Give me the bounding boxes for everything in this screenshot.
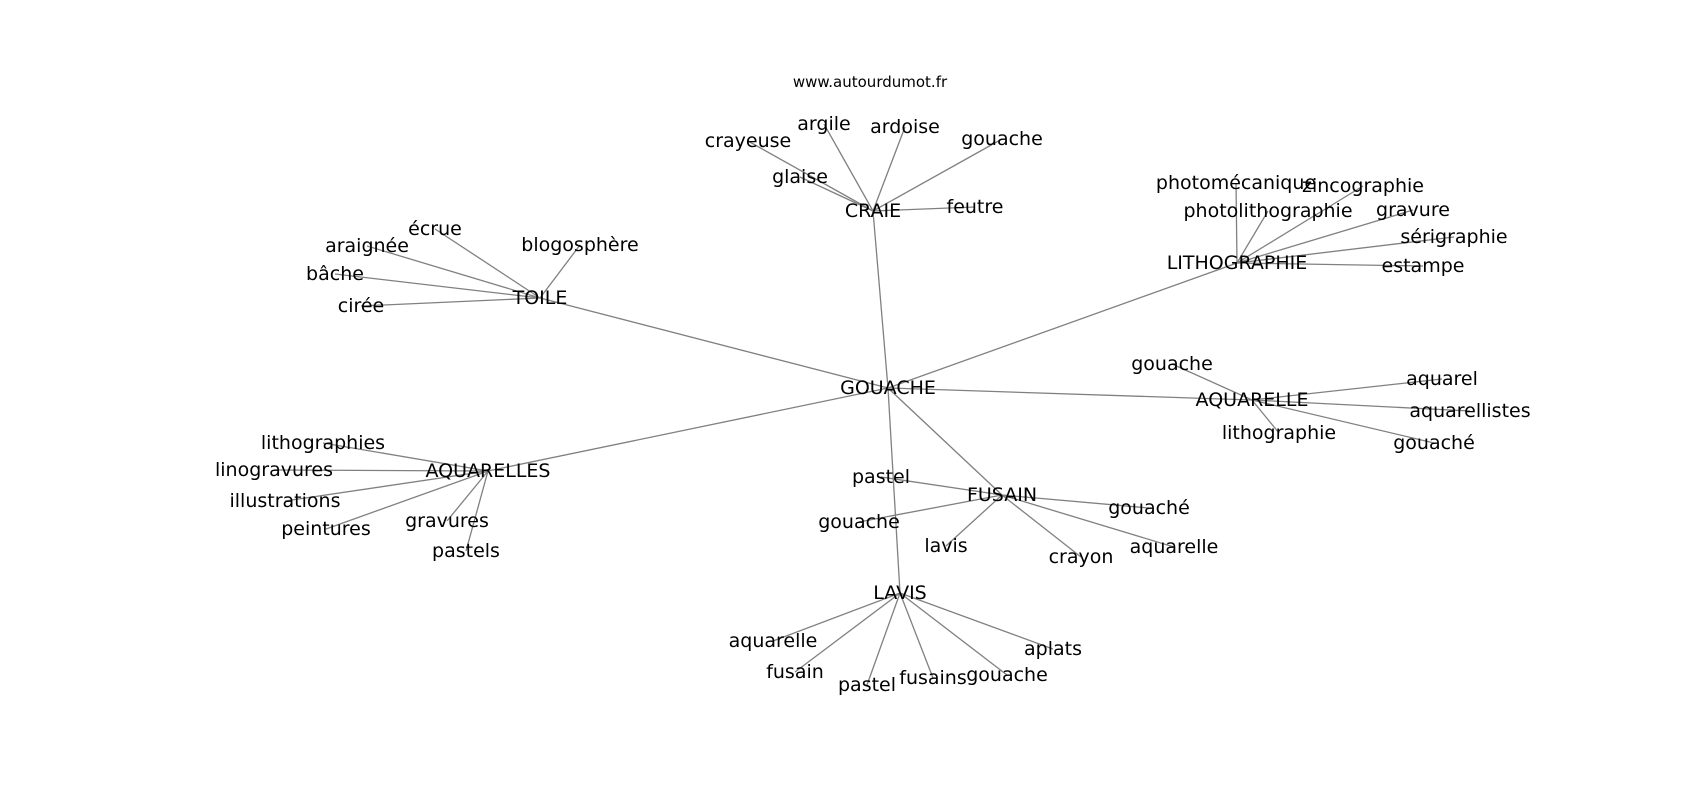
word-node: aquarelle [729, 630, 818, 652]
edge-group-word [1236, 210, 1269, 264]
word-node: gouache [1131, 353, 1213, 375]
edge-root-group [487, 387, 889, 472]
group-node: FUSAIN [967, 484, 1037, 506]
word-node: aquarellistes [1409, 400, 1530, 422]
word-node: gouaché [1108, 497, 1190, 519]
edge-group-word [446, 470, 489, 522]
edge-root-group [887, 387, 1253, 401]
edge-group-word [1236, 262, 1424, 267]
word-node: glaise [772, 166, 828, 188]
graph-labels: crayeuse argile ardoise gouache glaise feutre… [215, 113, 1531, 696]
edge-root-group [872, 210, 889, 389]
word-node: illustrations [230, 490, 341, 512]
edge-group-word [772, 592, 901, 642]
edge-group-word [1001, 494, 1082, 558]
group-node: LAVIS [873, 582, 926, 604]
word-node: linogravures [215, 459, 333, 481]
word-node: photolithographie [1183, 200, 1352, 222]
word-node: sérigraphie [1400, 226, 1507, 248]
edge-group-word [1171, 363, 1253, 401]
edge-group-word [872, 126, 906, 212]
edge-group-word [1251, 399, 1471, 412]
edge-group-word [1251, 399, 1280, 434]
word-node: fusain [766, 661, 824, 683]
edge-group-word [334, 273, 541, 299]
edge-group-word [1236, 185, 1364, 264]
edge-root-group [887, 387, 901, 594]
source-watermark: www.autourdumot.fr [793, 73, 948, 91]
word-node: zincographie [1302, 175, 1424, 197]
edge-group-word [465, 470, 489, 552]
word-node: blogosphère [521, 234, 638, 256]
edge-group-word [823, 123, 874, 212]
edge-group-word [322, 442, 489, 472]
edge-group-word [858, 494, 1003, 523]
group-node: CRAIE [845, 200, 901, 222]
word-node: fusains [899, 667, 967, 689]
word-node: crayon [1049, 546, 1114, 568]
edge-group-word [1251, 399, 1435, 444]
edge-group-word [899, 592, 1008, 676]
edge-group-word [899, 592, 934, 679]
word-node: aquarelle [1130, 536, 1219, 558]
word-node: cirée [338, 295, 385, 317]
group-node: TOILE [512, 287, 568, 309]
edge-group-word [1235, 182, 1238, 264]
group-node: AQUARELLE [1196, 389, 1309, 411]
edge-group-word [799, 176, 874, 212]
word-node: crayeuse [705, 130, 791, 152]
word-node: photomécanique [1156, 172, 1316, 194]
edge-group-word [1236, 209, 1414, 264]
word-node: aplats [1024, 638, 1082, 660]
group-node: LITHOGRAPHIE [1167, 252, 1308, 274]
edge-group-word [899, 592, 1054, 650]
word-node: gravures [405, 510, 489, 532]
word-node: écrue [408, 218, 462, 240]
word-node: lithographies [261, 432, 385, 454]
word-node: feutre [947, 196, 1004, 218]
word-node: peintures [281, 518, 371, 540]
group-node: AQUARELLES [426, 460, 551, 482]
edge-group-word [1251, 378, 1443, 401]
edge-group-word [360, 297, 541, 307]
word-node: bâche [306, 263, 364, 285]
word-node: estampe [1382, 255, 1465, 277]
word-node: pastel [852, 466, 910, 488]
edge-group-word [866, 592, 901, 686]
edge-group-word [747, 140, 874, 212]
edge-group-word [325, 470, 489, 530]
edge-group-word [872, 138, 1003, 212]
word-node: gravure [1376, 199, 1450, 221]
edge-group-word [872, 206, 976, 212]
word-node: lavis [924, 535, 967, 557]
word-node: gouaché [1393, 432, 1475, 454]
edge-group-word [539, 244, 581, 299]
word-node: gouache [961, 128, 1043, 150]
edge-group-word [1001, 494, 1175, 548]
word-node: gouache [966, 664, 1048, 686]
word-node: pastels [432, 540, 500, 562]
edge-group-word [880, 476, 1003, 496]
edge-root-group [887, 387, 1003, 496]
edge-group-word [1001, 494, 1150, 509]
graph-edges [273, 123, 1471, 686]
edge-group-word [284, 470, 489, 502]
word-node: argile [797, 113, 850, 135]
edge-root-group [539, 297, 889, 389]
edge-group-word [366, 245, 541, 299]
edge-group-word [945, 494, 1003, 547]
root-node: GOUACHE [840, 377, 936, 399]
word-node: pastel [838, 674, 896, 696]
word-node: ardoise [870, 116, 940, 138]
word-node: gouache [818, 511, 900, 533]
word-node: araignée [325, 235, 409, 257]
edge-group-word [794, 592, 901, 673]
word-node: aquarel [1406, 368, 1478, 390]
edge-group-word [434, 228, 541, 299]
word-node: lithographie [1222, 422, 1336, 444]
edge-group-word [273, 469, 489, 472]
edge-root-group [887, 262, 1238, 389]
edge-group-word [1236, 236, 1455, 264]
